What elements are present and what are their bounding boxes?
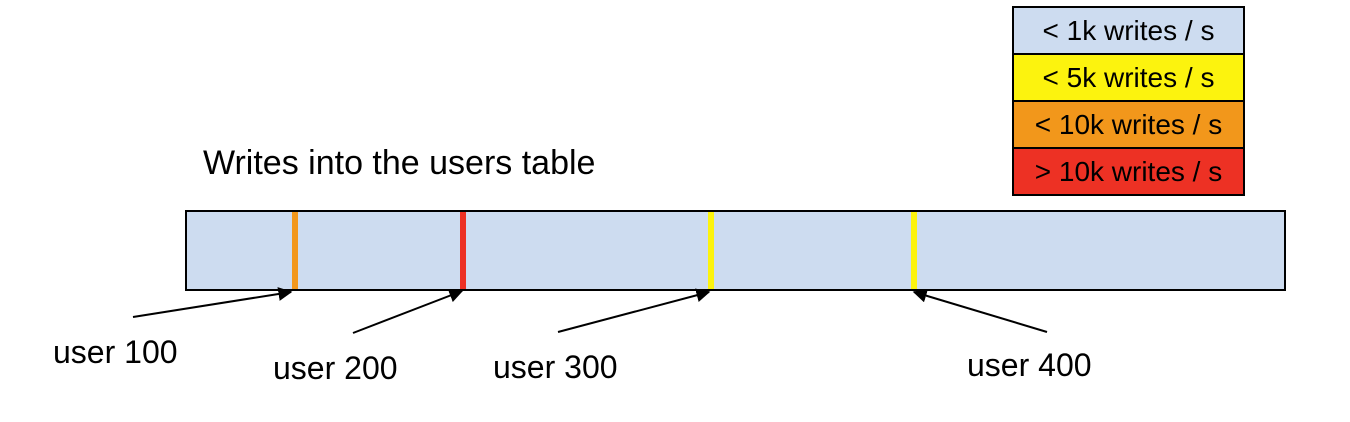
user-label: user 400 <box>967 347 1092 383</box>
annotation-arrow-line <box>912 288 1048 333</box>
legend: < 1k writes / s < 5k writes / s < 10k writ… <box>1012 6 1245 196</box>
legend-item-label: < 10k writes / s <box>1034 108 1223 140</box>
write-hotspot-tick <box>292 212 298 289</box>
write-hotspot-tick <box>708 212 714 289</box>
annotation-arrow-line <box>352 288 464 334</box>
write-hotspot-tick <box>911 212 917 289</box>
users-table-bar <box>185 210 1286 291</box>
annotation-arrow-line <box>132 287 293 318</box>
write-hotspot-tick <box>460 212 466 289</box>
user-label: user 300 <box>493 349 618 385</box>
legend-item-label: < 5k writes / s <box>1042 61 1215 93</box>
legend-item: < 5k writes / s <box>1014 55 1243 102</box>
legend-item: > 10k writes / s <box>1014 149 1243 194</box>
legend-item: < 1k writes / s <box>1014 8 1243 55</box>
legend-item-label: > 10k writes / s <box>1034 155 1223 187</box>
user-label: user 200 <box>273 350 398 386</box>
user-label: user 100 <box>53 334 178 370</box>
diagram-title: Writes into the users table <box>203 144 596 182</box>
legend-item: < 10k writes / s <box>1014 102 1243 149</box>
legend-item-label: < 1k writes / s <box>1042 14 1215 46</box>
annotation-arrow-line <box>557 288 711 333</box>
